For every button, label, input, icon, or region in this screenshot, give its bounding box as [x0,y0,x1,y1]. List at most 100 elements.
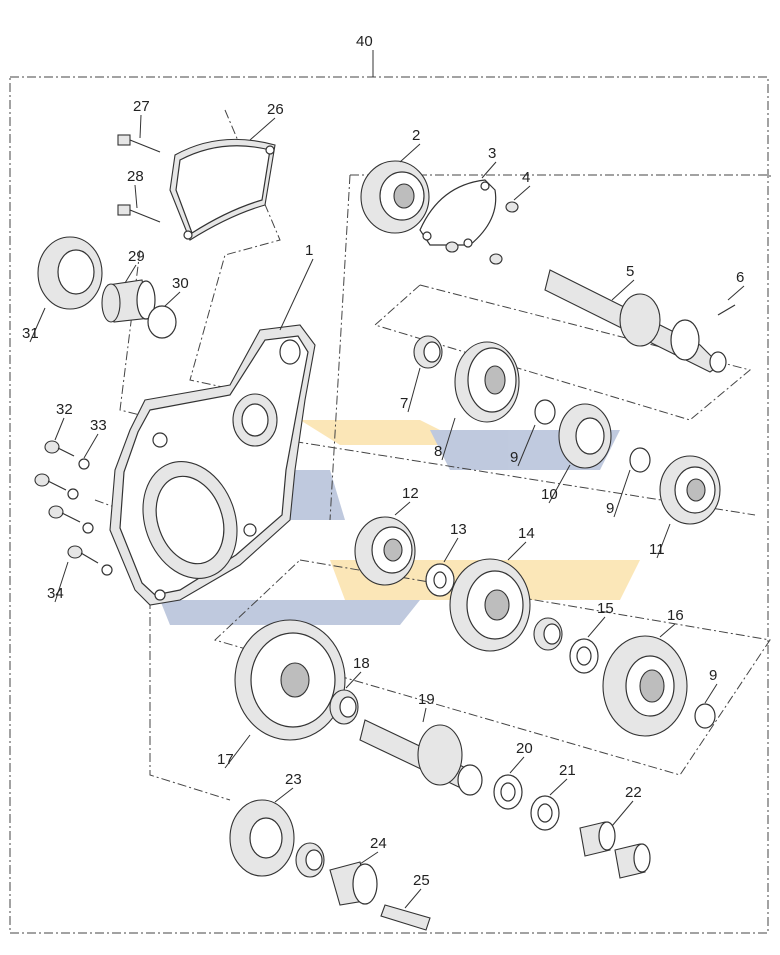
bolt-32-icon[interactable] [44,440,75,457]
leader-line [659,623,676,638]
pin-icon[interactable] [717,304,736,316]
part-number-label: 16 [667,607,684,624]
leader-line [279,258,314,331]
part-number-label: 7 [400,395,408,412]
leader-line [345,671,362,689]
leader-line [441,417,456,461]
washer-20-icon[interactable] [493,774,523,810]
bolt-34-icon[interactable] [67,545,113,576]
leader-line [704,683,718,704]
ball-bearing-11-icon[interactable] [659,455,721,525]
gear-23-icon[interactable] [229,799,295,877]
input-shaft-icon[interactable] [544,269,727,373]
leader-line [404,888,422,909]
o-ring-icon[interactable] [147,305,177,339]
part-number-label: 15 [597,600,614,617]
screw-4-icon[interactable] [445,201,519,265]
leader-line [481,161,497,179]
bolt-icon[interactable] [48,505,94,534]
gear-8-icon[interactable] [454,341,520,423]
part-number-label: 29 [128,248,145,265]
part-number-label: 10 [541,486,558,503]
part-number-label: 5 [626,263,634,280]
washer-13-icon[interactable] [425,563,455,597]
gear-10-icon[interactable] [558,403,612,469]
leader-line [359,851,379,865]
part-number-label: 12 [402,485,419,502]
part-number-label: 27 [133,98,150,115]
leader-line [613,469,631,518]
assembly-label: 40 [356,33,373,50]
needle-bearing-18-lower-icon[interactable] [295,842,325,878]
bolt-icon[interactable] [34,473,79,500]
oil-seal-icon[interactable] [37,236,103,310]
washer-21-icon[interactable] [530,795,560,831]
part-number-label: 20 [516,740,533,757]
bushing-29-icon[interactable] [101,279,156,323]
bolt-27-icon[interactable] [117,134,161,153]
part-number-label: 18 [353,655,370,672]
leader-line [249,117,276,141]
circlip-9-icon[interactable] [534,399,716,729]
part-number-label: 31 [22,325,39,342]
part-number-label: 3 [488,145,496,162]
pinion-shaft-icon[interactable] [359,719,483,796]
part-number-label: 8 [434,443,442,460]
leader-line [656,523,671,559]
part-number-label: 4 [522,169,530,186]
part-number-label: 19 [418,691,435,708]
leader-line [29,307,46,343]
leader-line [394,501,411,516]
leader-line [134,184,138,209]
washer-33-icon[interactable] [78,458,90,470]
leader-line [422,707,427,723]
part-number-label: 21 [559,762,576,779]
gear-14-icon[interactable] [449,558,531,652]
needle-bearing-7-icon[interactable] [413,335,443,369]
gear-17-icon[interactable] [234,619,346,741]
leader-line [164,291,181,307]
bushing-22-icon[interactable] [579,821,651,879]
part-number-label: 33 [90,417,107,434]
shaft-25-icon[interactable] [380,904,431,931]
washer-15-icon[interactable] [569,638,599,674]
spacer-sleeve-icon[interactable] [329,861,378,906]
part-number-label: 23 [285,771,302,788]
leader-line [587,616,606,638]
leader-line [124,264,137,284]
leader-line [443,537,459,563]
gearbox-housing-icon[interactable] [109,324,316,606]
part-number-label: 30 [172,275,189,292]
part-number-label: 26 [267,101,284,118]
bolt-28-icon[interactable] [117,204,161,223]
part-number-label: 34 [47,585,64,602]
leader-line [509,756,525,774]
part-number-label: 24 [370,835,387,852]
leader-line [611,800,634,827]
leader-line [548,464,571,504]
leader-line [139,114,142,139]
retainer-plate-icon[interactable] [419,179,497,248]
part-number-label: 1 [305,242,313,259]
needle-bearing-7-lower-icon[interactable] [533,617,563,651]
ball-bearing-12-icon[interactable] [354,516,416,586]
ball-bearing-2-icon[interactable] [360,160,430,234]
leader-line [224,734,251,769]
leader-line [54,561,69,603]
leader-line [513,185,531,201]
part-number-label: 22 [625,784,642,801]
leader-line [399,143,421,163]
part-number-label: 17 [217,751,234,768]
part-number-label: 28 [127,168,144,185]
part-number-label-duplicate: 9 [606,500,614,517]
needle-bearing-18-icon[interactable] [329,689,359,725]
part-number-label: 2 [412,127,420,144]
gear-16-icon[interactable] [602,635,688,737]
leader-line [54,417,65,441]
leader-line [549,778,568,796]
leader-line [274,787,294,803]
cover-plate-icon[interactable] [169,138,276,241]
